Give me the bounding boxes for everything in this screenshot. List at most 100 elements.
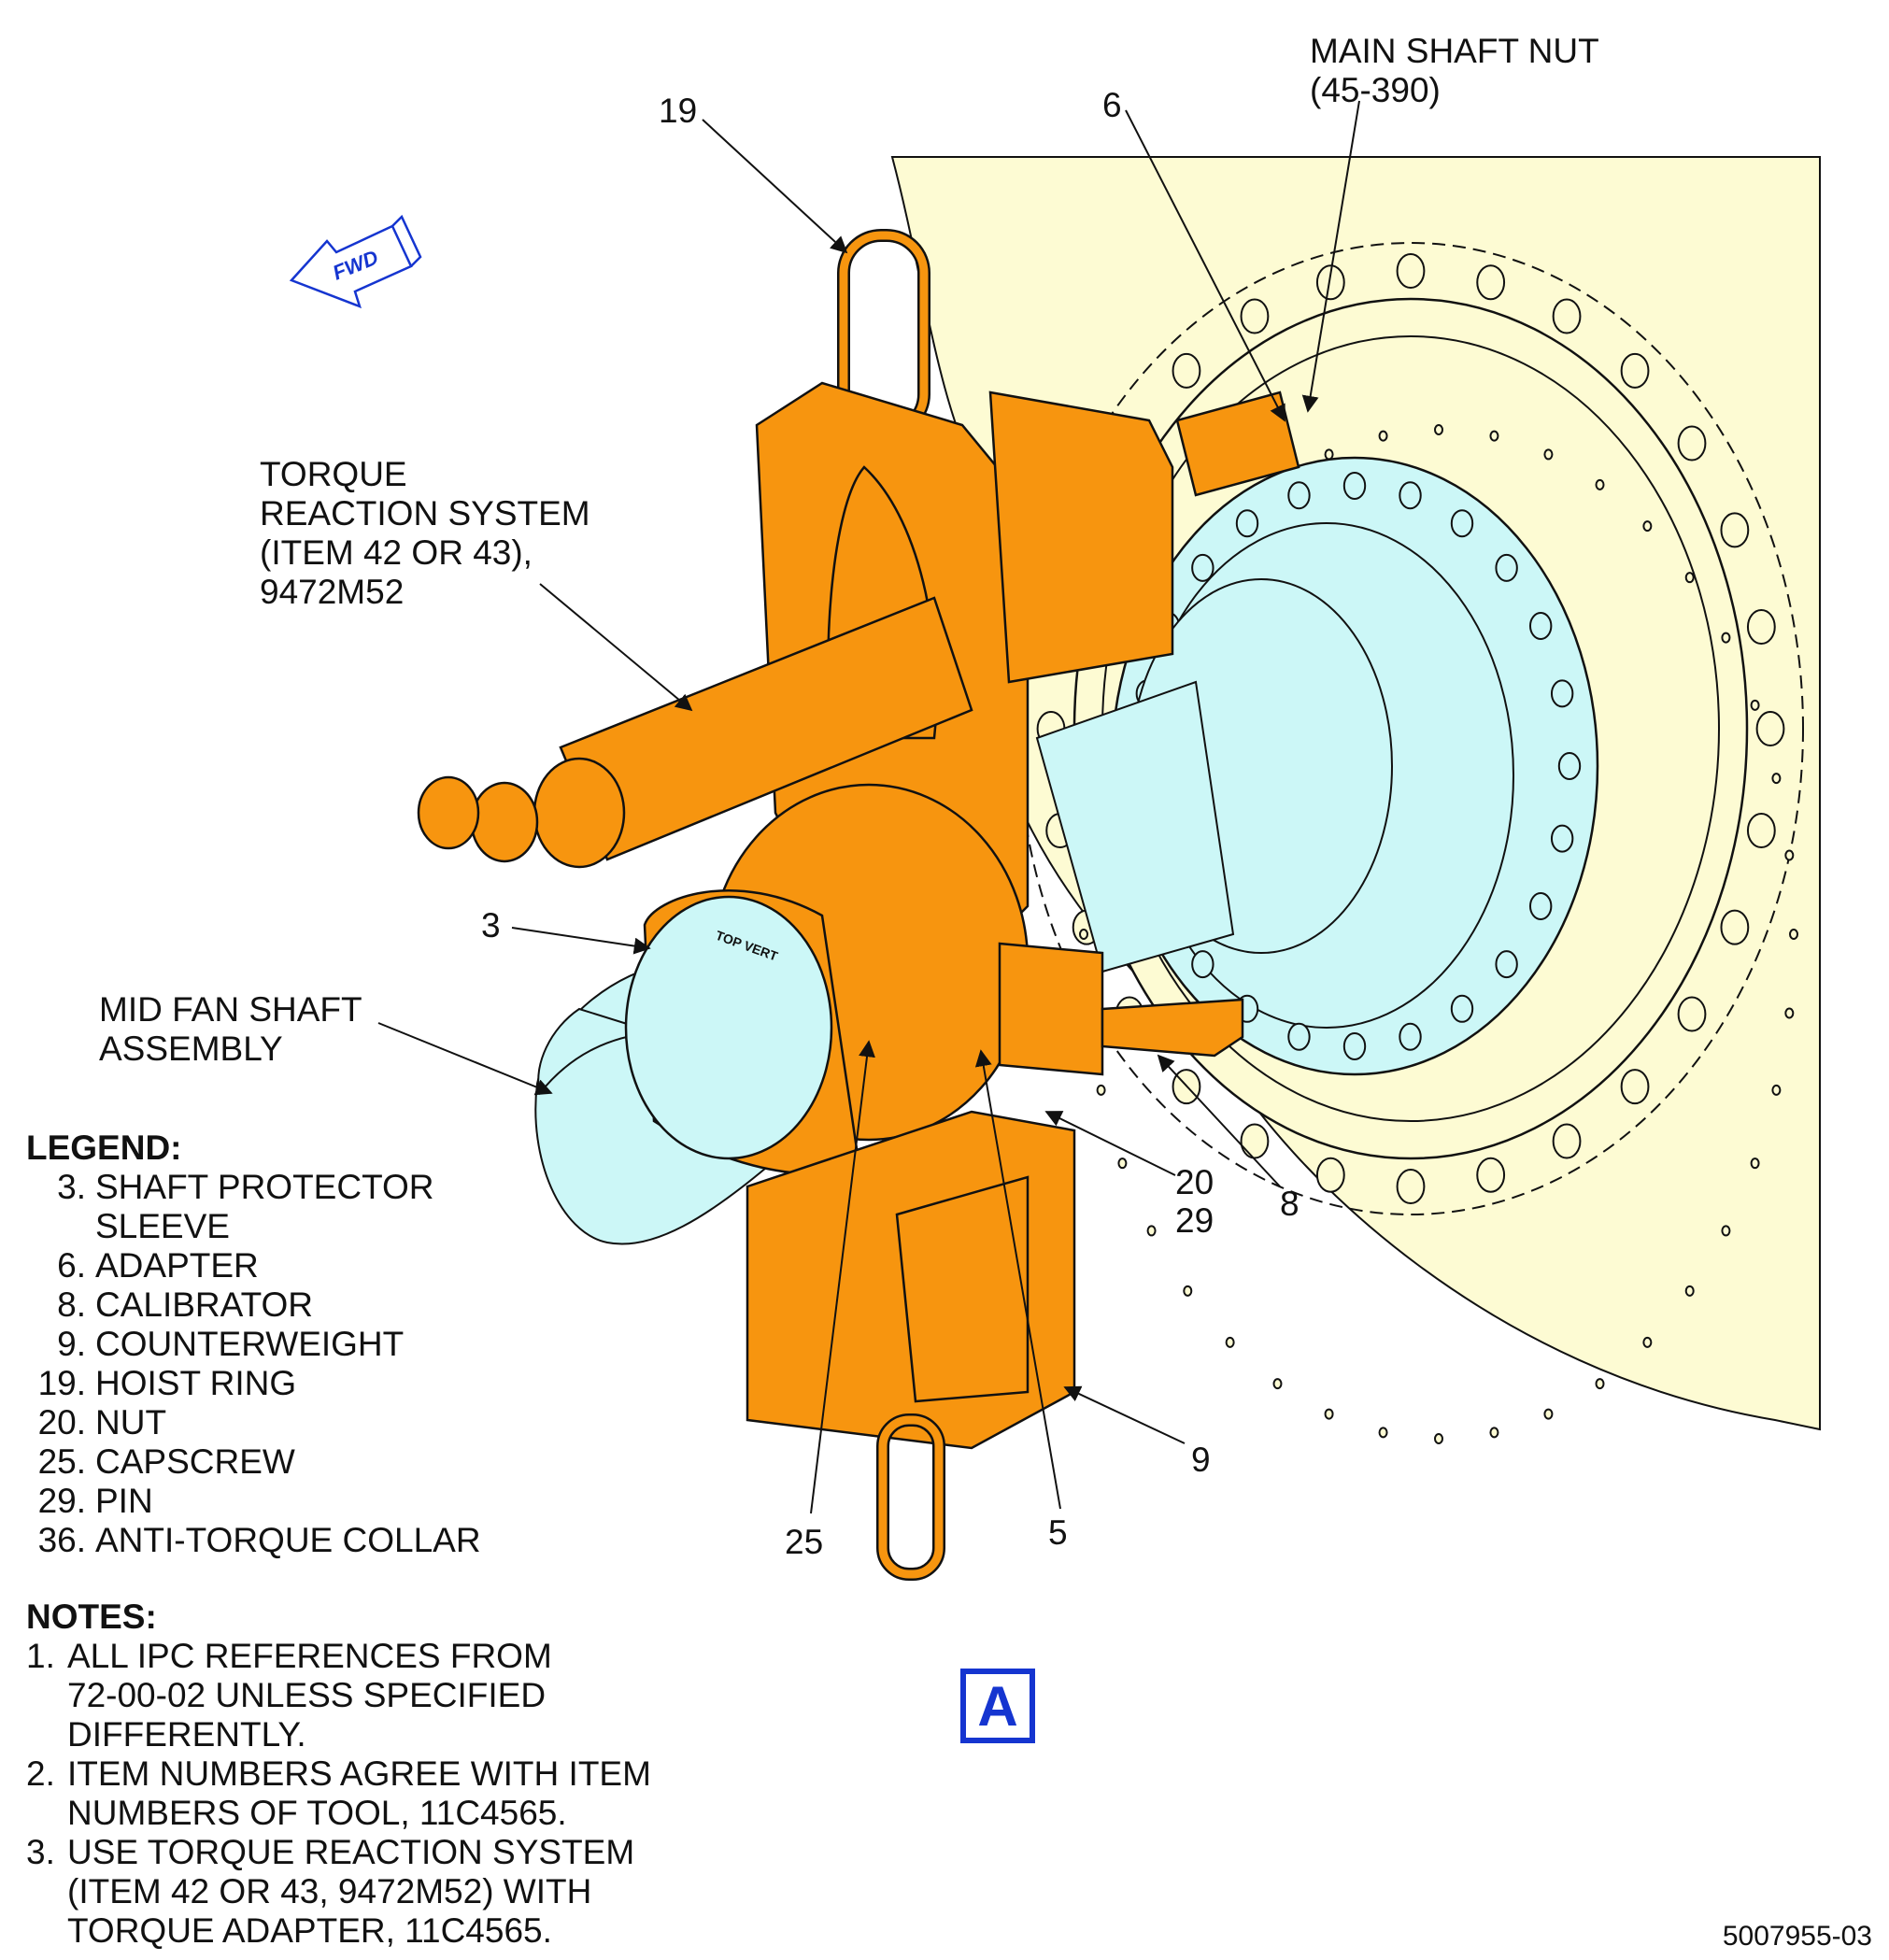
- legend-item: 19.HOIST RING: [26, 1364, 481, 1403]
- legend-item-text: CAPSCREW: [95, 1442, 295, 1481]
- callout-6: 6: [1102, 86, 1122, 124]
- legend-item: 29.PIN: [26, 1482, 481, 1521]
- bolt-hole: [1620, 1069, 1650, 1105]
- bolt-hole: [1450, 509, 1474, 538]
- bolt-hole: [1315, 1157, 1345, 1193]
- legend-item: 3.SHAFT PROTECTOR SLEEVE: [26, 1168, 481, 1246]
- mid-fan-shaft-line1: MID FAN SHAFT: [99, 990, 362, 1029]
- note-item: 3. USE TORQUE REACTION SYSTEM (ITEM 42 OR…: [26, 1833, 651, 1951]
- legend-item-text: HOIST RING: [95, 1364, 297, 1402]
- bolt-hole: [1287, 1022, 1311, 1051]
- bolt-hole: [1399, 481, 1422, 510]
- bolt-hole: [1595, 1378, 1605, 1390]
- bolt-hole: [1543, 448, 1554, 461]
- legend-item-number: 9.: [57, 1325, 86, 1363]
- bolt-hole: [1378, 430, 1388, 442]
- legend-item-text: NUT: [95, 1403, 167, 1442]
- mid-fan-shaft-label: MID FAN SHAFT ASSEMBLY: [99, 990, 362, 1069]
- bolt-hole: [1721, 1225, 1731, 1237]
- bolt-hole: [1528, 892, 1553, 920]
- callout-25: 25: [785, 1523, 824, 1561]
- bolt-hole: [1495, 950, 1518, 979]
- legend-item-text: ADAPTER: [95, 1246, 259, 1285]
- bolt-hole: [1721, 632, 1731, 644]
- legend-item: 6.ADAPTER: [26, 1246, 481, 1285]
- legend-item-number: 19.: [37, 1364, 86, 1402]
- bolt-hole: [1720, 512, 1750, 548]
- bolt-hole: [1117, 1158, 1128, 1170]
- bolt-hole: [1396, 1169, 1426, 1204]
- legend-item-text: ANTI-TORQUE COLLAR: [95, 1521, 481, 1559]
- bolt-hole: [1684, 572, 1695, 584]
- bolt-hole: [1476, 264, 1506, 301]
- leader-lines: [377, 100, 1360, 1514]
- callout-5: 5: [1048, 1513, 1068, 1552]
- legend-item: 9.COUNTERWEIGHT: [26, 1325, 481, 1364]
- note-text: ALL IPC REFERENCES FROM 72-00-02 UNLESS …: [67, 1637, 552, 1754]
- note-item: 2.ITEM NUMBERS AGREE WITH ITEM NUMBERS O…: [26, 1754, 651, 1833]
- bolt-hole: [1552, 298, 1582, 334]
- callout-29: 29: [1175, 1201, 1214, 1240]
- legend-item: 20.NUT: [26, 1403, 481, 1442]
- bolt-hole: [1677, 425, 1707, 462]
- legend-item-number: 8.: [57, 1285, 86, 1324]
- bolt-hole: [1642, 520, 1653, 533]
- bolt-hole: [1342, 472, 1367, 500]
- bolt-hole: [1746, 608, 1776, 645]
- bolt-hole: [1528, 612, 1553, 640]
- note-number: 1.: [26, 1637, 55, 1675]
- legend-item-number: 6.: [57, 1246, 86, 1285]
- torque-reaction-label: TORQUE REACTION SYSTEM (ITEM 42 OR 43), …: [260, 455, 590, 612]
- main-shaft-nut-label: MAIN SHAFT NUT (45-390): [1310, 32, 1599, 110]
- bolt-hole: [1750, 1158, 1760, 1170]
- bolt-hole: [1550, 679, 1574, 708]
- mid-fan-shaft-line2: ASSEMBLY: [99, 1030, 283, 1068]
- callout-8: 8: [1280, 1185, 1300, 1223]
- bolt-hole: [1096, 1084, 1106, 1096]
- legend-item-text: PIN: [95, 1482, 153, 1520]
- bolt-hole: [1434, 424, 1443, 435]
- bolt-hole: [1550, 824, 1574, 853]
- bolt-hole: [1495, 553, 1518, 582]
- note-number: 3.: [26, 1833, 55, 1871]
- bolt-hole: [1720, 909, 1750, 945]
- bolt-hole: [1789, 929, 1798, 940]
- notes-list: 1. ALL IPC REFERENCES FROM 72-00-02 UNLES…: [26, 1637, 651, 1951]
- legend-item: 8.CALIBRATOR: [26, 1285, 481, 1325]
- legend-item: 36.ANTI-TORQUE COLLAR: [26, 1521, 481, 1560]
- note-number: 2.: [26, 1754, 55, 1793]
- note-text: USE TORQUE REACTION SYSTEM (ITEM 42 OR 4…: [67, 1833, 635, 1950]
- bolt-hole: [1620, 352, 1650, 389]
- bolt-hole: [1684, 1285, 1695, 1297]
- legend-item-number: 20.: [37, 1403, 86, 1442]
- bolt-hole: [1557, 752, 1582, 780]
- bolt-hole: [1755, 711, 1785, 746]
- legend-item-number: 3.: [57, 1168, 86, 1206]
- legend-item-text: SHAFT PROTECTOR SLEEVE: [95, 1168, 434, 1245]
- bolt-hole: [1750, 699, 1760, 711]
- bolt-hole: [1287, 481, 1311, 510]
- bolt-hole: [1677, 996, 1707, 1032]
- figure-number: 5007955-03: [1722, 1921, 1872, 1952]
- callout-3: 3: [481, 906, 501, 944]
- bolt-hole: [1595, 478, 1605, 490]
- legend-item-number: 36.: [37, 1521, 86, 1559]
- bolt-hole: [1324, 1408, 1334, 1420]
- bolt-hole: [1399, 1022, 1422, 1051]
- bolt-hole: [1434, 1433, 1443, 1444]
- bolt-hole: [1476, 1157, 1506, 1193]
- notes: NOTES: 1.ALL IPC REFERENCES FROM 72-00-0…: [26, 1598, 651, 1951]
- note-item: 1. ALL IPC REFERENCES FROM 72-00-02 UNLES…: [26, 1637, 651, 1754]
- torque-reaction-line1: TORQUE: [260, 455, 407, 493]
- callout-20: 20: [1175, 1163, 1214, 1201]
- torque-reaction-line3: (ITEM 42 OR 43),: [260, 533, 533, 572]
- bolt-hole: [1378, 1427, 1388, 1439]
- bolt-hole: [1489, 1427, 1499, 1439]
- bolt-hole: [1272, 1378, 1283, 1390]
- bolt-hole: [1771, 773, 1782, 785]
- torque-reaction-line4: 9472M52: [260, 573, 405, 611]
- bolt-hole: [1396, 253, 1426, 289]
